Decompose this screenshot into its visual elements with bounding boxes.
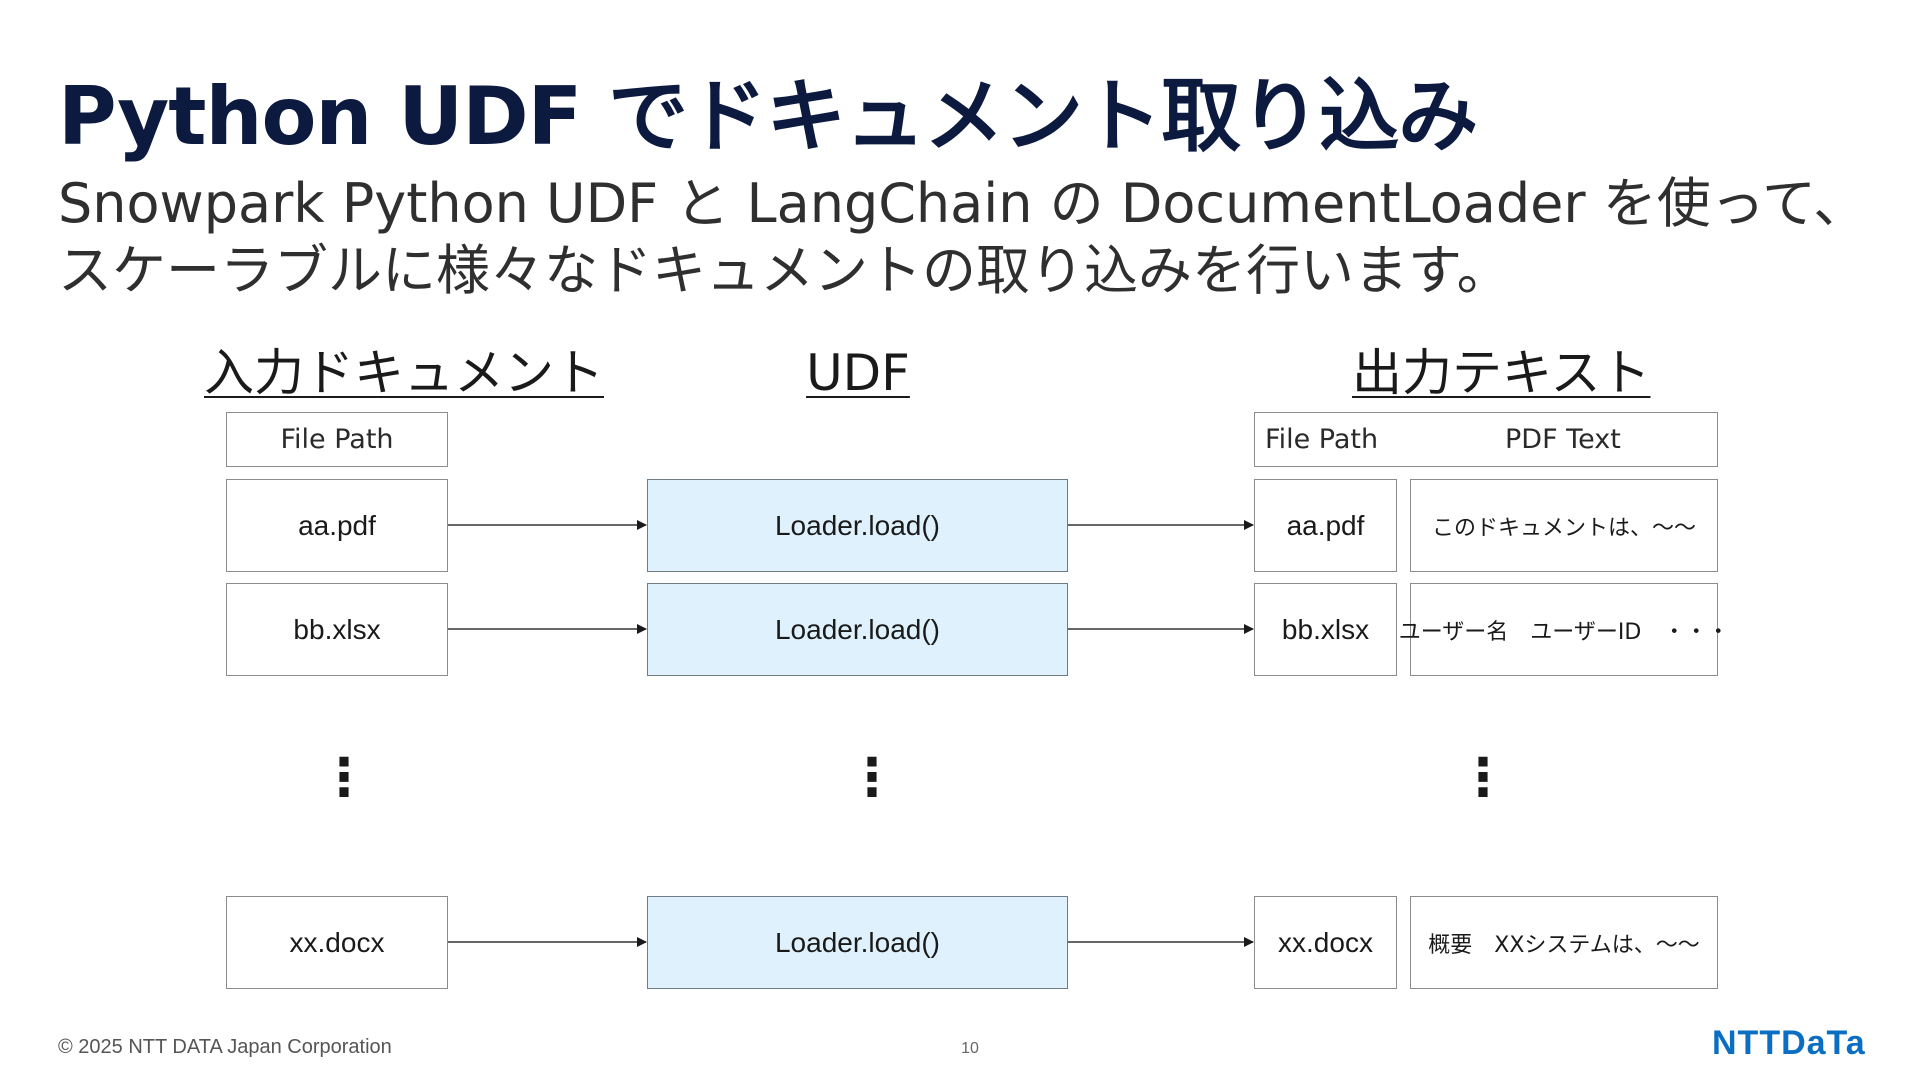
output-file-path-cell: aa.pdf [1254,479,1397,572]
udf-heading: UDF [806,344,910,402]
page-number: 10 [961,1040,979,1057]
input-file-cell: bb.xlsx [226,583,448,676]
output-table-header: File Path PDF Text [1254,412,1718,467]
output-file-path-cell: xx.docx [1254,896,1397,989]
slide-subtitle: Snowpark Python UDF と LangChain の Docume… [58,170,1867,304]
output-file-path-header: File Path [1265,424,1379,455]
footer-copyright: © 2025 NTT DATA Japan Corporation [58,1036,392,1058]
loader-load-box: Loader.load() [647,583,1068,676]
output-text-heading: 出力テキスト [1352,344,1651,402]
subtitle-line-1: Snowpark Python UDF と LangChain の Docume… [58,172,1868,235]
loader-load-box: Loader.load() [647,896,1068,989]
output-text-cell: ユーザー名 ユーザーID ・・・ [1399,583,1729,676]
slide-title: Python UDF でドキュメント取り込み [58,70,1478,163]
ntt-data-logo: NTTDaTa [1712,1024,1866,1062]
input-file-cell: aa.pdf [226,479,448,572]
output-text-cell: 概要 XXシステムは、～～ [1410,896,1718,989]
input-file-cell: xx.docx [226,896,448,989]
output-pdf-text-header: PDF Text [1505,424,1621,455]
output-text-cell: このドキュメントは、～～ [1410,479,1718,572]
loader-load-box: Loader.load() [647,479,1068,572]
input-file-path-header: File Path [226,412,448,467]
output-file-path-cell: bb.xlsx [1254,583,1397,676]
subtitle-line-2: スケーラブルに様々なドキュメントの取り込みを行います。 [58,239,1511,302]
